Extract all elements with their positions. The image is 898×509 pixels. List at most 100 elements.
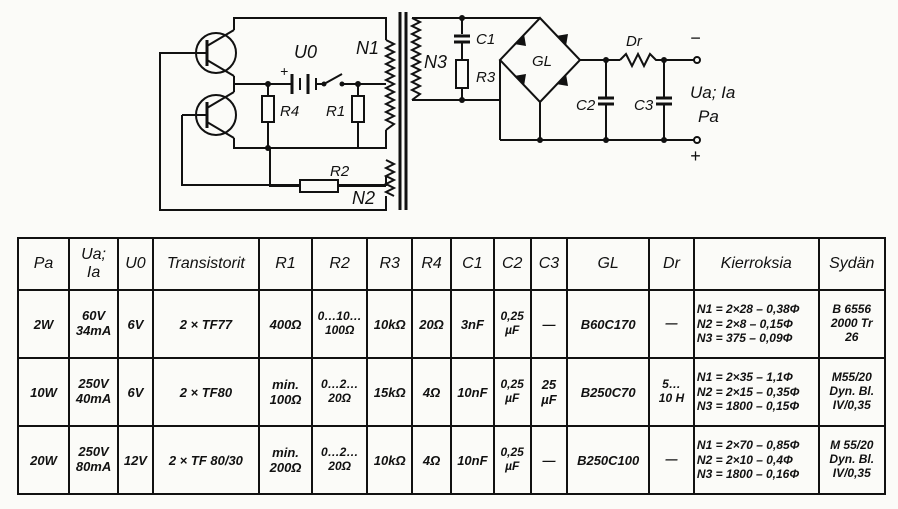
resistor-r2 [299,179,339,193]
header-ua-ia: Ua;Ia [68,237,120,291]
header-ua: Ua; [81,245,106,263]
transistor-upper [186,29,237,77]
cell-dr-b: 10 H [658,391,685,405]
cell-ia: 34mA [75,323,112,338]
r4-label: R4 [280,103,299,120]
n1-label: N1 [356,38,379,58]
header-r1: R1 [257,237,314,291]
cell-core-a: M55/20 [831,370,872,385]
cell-ia: 40mA [75,391,112,406]
cell-r3: 15kΩ [366,357,414,427]
cell-n3: N3 = 1800 – 0,15Φ [696,399,800,414]
cell-r4: 4Ω [411,357,452,427]
resistor-r4 [261,95,275,123]
converter-schematic: + U0 R4 R1 R2 N1 N2 N3 C1 R3 [159,12,735,211]
cell-n2: N2 = 2×10 – 0,4Φ [696,452,793,467]
n2-label: N2 [352,188,375,208]
cell-r2-max: 20Ω [328,391,351,405]
gl-label: GL [532,53,552,70]
header-r4: R4 [411,237,452,291]
resistor-r1 [351,95,365,123]
cell-dr-a: — [665,316,678,331]
cell-core-b: Dyn. Bl. [829,384,875,399]
dr-label: Dr [626,33,643,50]
bridge-rectifier [462,16,582,140]
cell-n2: N2 = 2×15 – 0,35Φ [696,384,800,399]
cell-u0: 6V [117,289,154,359]
capacitor-c1 [454,34,470,60]
cell-r3: 10kΩ [366,289,414,359]
cell-r2-max: 20Ω [328,459,351,473]
header-u0: U0 [117,237,154,291]
header-c3: C3 [529,237,569,291]
header-r2: R2 [311,237,369,291]
cell-ia: 80mA [75,459,112,474]
cell-ua: 60V [81,308,106,324]
battery-plus-label: + [280,63,288,79]
cell-gl: B250C70 [566,357,650,427]
output-plus-label: + [690,146,701,166]
header-dr: Dr [648,237,695,291]
cell-n1: N1 = 2×35 – 1,1Φ [696,370,793,385]
cell-n1: N1 = 2×70 – 0,85Φ [696,438,800,453]
cell-pa: 2W [16,289,71,359]
cell-dr-a: — [665,452,678,467]
cell-r2: 0…2…20Ω [311,425,369,495]
cell-r1: 400Ω [257,289,314,359]
cell-transistors: 2 × TF 80/30 [151,425,260,495]
cell-core-c: IV/0,35 [832,397,871,412]
cell-pa: 20W [16,425,71,495]
transformer-secondary-winding [409,17,423,101]
cell-gl: B60C170 [566,289,650,359]
output-terminal-plus [693,136,701,144]
cell-transistors: 2 × TF80 [151,357,260,427]
header-transistors: Transistorit [151,237,260,291]
cell-pa: 10W [16,357,71,427]
choke-dr [619,51,664,69]
cell-c1: 10nF [449,357,495,427]
capacitor-c3 [656,96,672,106]
transformer-primary-winding [383,39,397,197]
cell-r2-range: 0…10… [317,309,362,324]
cell-c1: 3nF [449,289,495,359]
cell-n3: N3 = 1800 – 0,16Φ [696,467,800,482]
cell-core-a: M 55/20 [830,438,874,453]
cell-ua: 250V [78,376,109,392]
cell-u0: 12V [117,425,154,495]
cell-r4: 4Ω [411,425,452,495]
cell-r1: min. 200Ω [257,425,314,495]
cell-r4: 20Ω [411,289,452,359]
header-c1: C1 [449,237,495,291]
r2-label: R2 [330,163,350,180]
cell-dr: 5…10 H [648,357,695,427]
cell-c3: — [529,289,569,359]
output-ua-ia-label: Ua; Ia [690,83,735,102]
cell-n3: N3 = 375 – 0,09Φ [696,331,793,346]
cell-r2-max: 100Ω [324,323,355,337]
cell-c2-value: 0,25 [500,377,524,392]
r1-label: R1 [326,103,345,120]
cell-c2-unit: µF [505,391,520,405]
cell-c2-unit: µF [505,459,520,473]
cell-n1: N1 = 2×28 – 0,38Φ [696,302,800,317]
battery-u0 [280,73,345,94]
cell-dr: — [648,289,695,359]
c3-label: C3 [634,97,654,114]
cell-dr: — [648,425,695,495]
cell-u0: 6V [117,357,154,427]
cell-c2-value: 0,25 [500,445,524,460]
resistor-r3 [455,59,469,89]
cell-core-b: 2000 Tr [830,316,873,331]
header-r3: R3 [366,237,414,291]
cell-core-c: 26 [845,329,859,344]
